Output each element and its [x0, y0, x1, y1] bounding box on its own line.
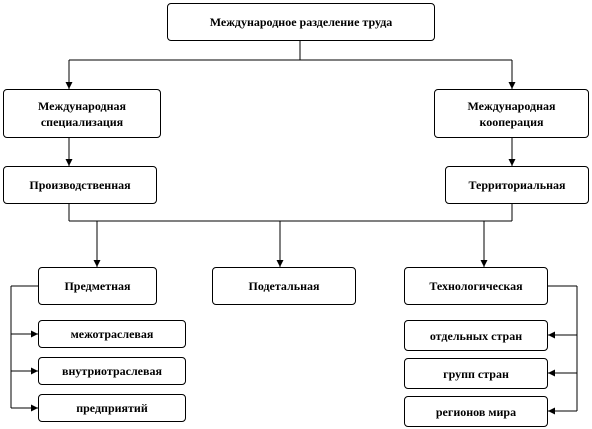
node-territorial: Территориальная [445, 166, 589, 204]
node-subject: Предметная [38, 267, 157, 305]
node-label: Международная кооперация [467, 98, 556, 129]
node-international-specialization: Международная специализация [3, 89, 161, 138]
node-intraindustry: внутриотраслевая [38, 357, 186, 385]
node-international-cooperation: Международная кооперация [434, 89, 589, 138]
node-world-regions: регионов мира [404, 396, 548, 427]
node-label: Территориальная [468, 178, 566, 192]
node-label: внутриотраслевая [62, 364, 162, 378]
node-interindustry: межотраслевая [38, 320, 186, 348]
node-label: Международная специализация [38, 98, 126, 129]
node-technological: Технологическая [404, 267, 548, 305]
node-label: предприятий [76, 401, 148, 415]
node-label: Подетальная [248, 279, 320, 293]
node-label: отдельных стран [429, 328, 523, 343]
node-enterprises: предприятий [38, 394, 186, 422]
node-label: Предметная [64, 279, 131, 293]
node-detailed: Подетальная [212, 267, 356, 305]
node-country-groups: групп стран [404, 358, 548, 389]
node-label: межотраслевая [70, 327, 154, 341]
node-production: Производственная [3, 166, 157, 204]
node-separate-countries: отдельных стран [404, 320, 548, 351]
node-international-division-of-labor: Международное разделение труда [167, 3, 435, 41]
node-label: Международное разделение труда [209, 15, 393, 29]
node-label: групп стран [443, 366, 509, 381]
node-label: Технологическая [429, 279, 523, 293]
node-label: Производственная [29, 178, 131, 192]
node-label: регионов мира [435, 404, 517, 419]
